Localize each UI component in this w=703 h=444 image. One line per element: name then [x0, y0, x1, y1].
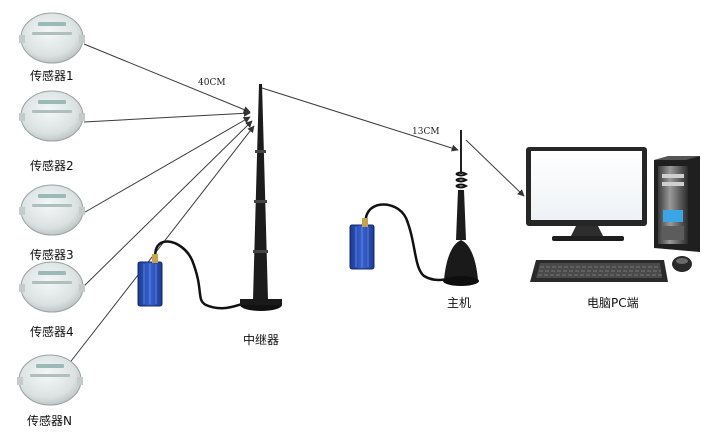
- label-distance-host: 13CM: [412, 127, 440, 137]
- link-sensor-n: [67, 125, 255, 366]
- label-pc: 电脑PC端: [587, 296, 639, 310]
- link-repeater-host: [261, 87, 459, 152]
- label-distance-repeater: 40CM: [198, 78, 226, 88]
- link-host-pc: [465, 139, 525, 197]
- sensor-4-image: [19, 261, 85, 313]
- repeater-image: [137, 84, 282, 311]
- label-sensor-n: 传感器N: [27, 414, 72, 428]
- sensor-3-image: [19, 184, 85, 236]
- link-sensor-4: [79, 120, 253, 291]
- link-sensor-3: [79, 116, 251, 216]
- label-repeater: 中继器: [243, 333, 280, 347]
- label-sensor-1: 传感器1: [30, 69, 74, 83]
- sensor-n-image: [17, 354, 83, 406]
- pc-image: [526, 147, 700, 282]
- link-sensor-1: [83, 43, 251, 113]
- label-sensor-3: 传感器3: [30, 248, 74, 262]
- label-sensor-4: 传感器4: [30, 325, 74, 339]
- label-sensor-2: 传感器2: [30, 159, 74, 173]
- link-sensor-2: [83, 109, 251, 123]
- sensor-2-image: [19, 90, 85, 142]
- sensor-1-image: [19, 12, 85, 64]
- keyboard: [530, 260, 668, 282]
- link-lines: [67, 43, 525, 366]
- label-host: 主机: [447, 296, 472, 310]
- pc-tower: [654, 156, 700, 252]
- host-image: [349, 130, 479, 286]
